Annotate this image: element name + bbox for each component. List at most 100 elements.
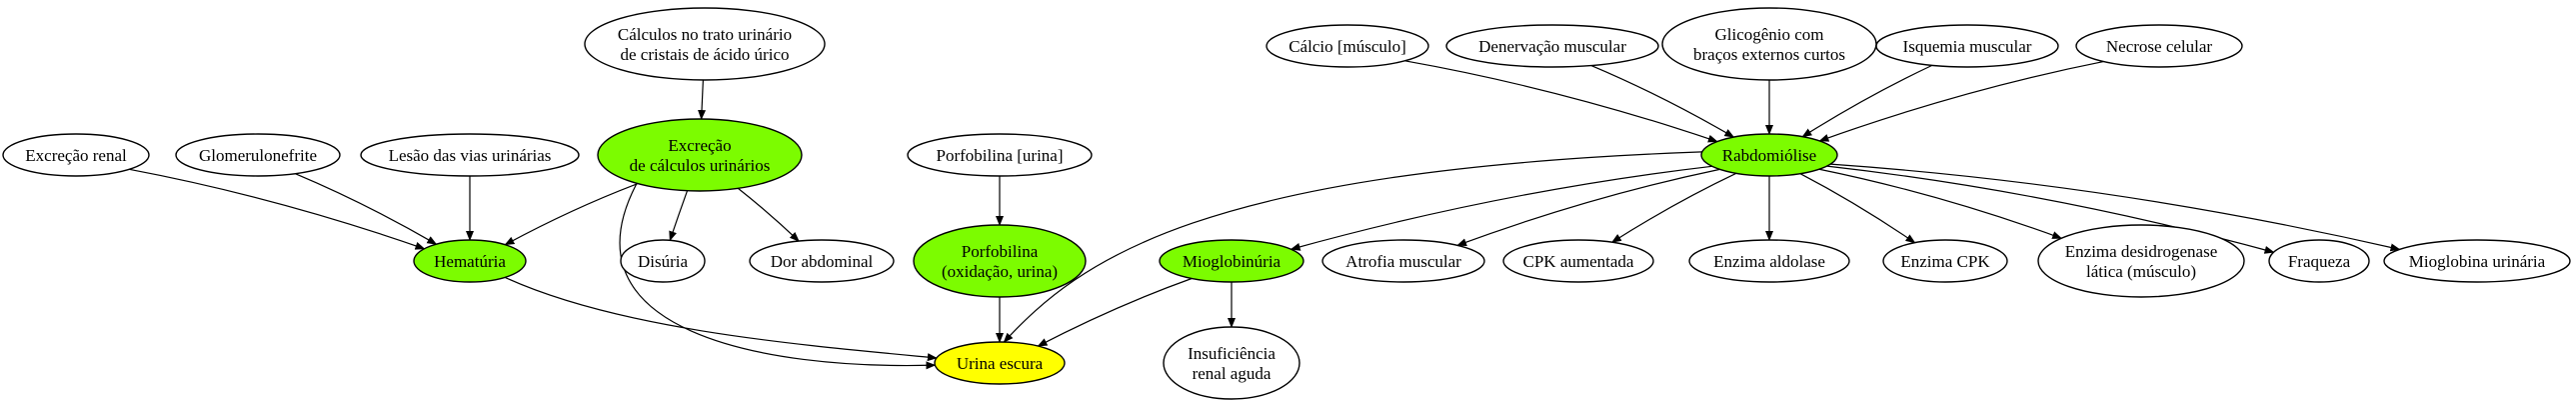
edge-denervacao-to-rabdomiolise [1590,64,1735,138]
node-necrose: Necrose celular [2075,24,2243,68]
node-urina-escura: Urina escura [934,341,1066,385]
edge-isquemia-to-rabdomiolise [1801,64,1933,138]
edge-line [738,187,800,242]
node-label: Cálcio [músculo] [1288,37,1406,56]
edge-line [1590,64,1735,138]
edge-line [698,79,707,121]
edge-line [1289,165,1712,251]
node-label: (oxidação, urina) [942,262,1058,281]
edge-excrecao-calculos-to-hematuria [504,183,639,246]
edge-line [295,173,438,245]
node-label: Atrofia muscular [1345,252,1461,271]
edge-line [1799,173,1916,244]
node-shape [1163,326,1300,400]
node-shape [1445,24,1659,68]
node-label: Fraqueza [2288,252,2351,271]
node-shape [597,118,803,192]
node-label: Enzima CPK [1900,252,1990,271]
node-label: Disúria [638,252,689,271]
node-calcio: Cálcio [músculo] [1266,24,1429,68]
node-label: Isquemia muscular [1903,37,2032,56]
node-shape [907,133,1093,177]
node-shape [584,7,826,81]
node-label: Lesão das vias urinárias [389,146,552,165]
edge-glomerulonefrite-to-hematuria [295,173,438,245]
edge-rabdomiolise-to-mioglobina-urinaria [1830,163,2401,252]
edge-excrecao-calculos-to-dor-abdominal [738,187,800,242]
node-shape [2075,24,2243,68]
node-label: Denervação muscular [1478,37,1626,56]
edge-excrecao-renal-to-hematuria [129,168,426,250]
node-shape [1661,7,1877,81]
node-label: Enzima aldolase [1713,252,1825,271]
node-dor-abdominal: Dor abdominal [749,239,895,283]
edge-rabdomiolise-to-enzima-cpk [1799,173,1916,244]
edge-line [1003,151,1702,343]
node-shape [1502,239,1654,283]
node-label: Porfobilina [962,242,1039,261]
edge-line [1801,64,1933,138]
node-atrofia: Atrofia muscular [1321,239,1485,283]
node-shape [1321,239,1485,283]
node-mioglobina-urinaria: Mioglobina urinária [2383,239,2571,283]
edge-excrecao-calculos-to-disuria [669,190,689,242]
node-shape [2383,239,2571,283]
node-hematuria: Hematúria [413,239,527,283]
node-label: de cálculos urinários [630,156,771,175]
node-shape [1266,24,1429,68]
node-isquemia: Isquemia muscular [1875,24,2059,68]
node-glomerulonefrite: Glomerulonefrite [175,133,341,177]
node-shape [360,133,580,177]
edge-excrecao-calculos-to-urina-escura [619,183,937,370]
edge-line [504,276,938,362]
node-label: Enzima desidrogenase [2065,242,2217,261]
node-porfobilina-urina: Porfobilina [urina] [907,133,1093,177]
edge-line [1404,60,1718,143]
node-shape [620,239,706,283]
node-label: Porfobilina [urina] [937,146,1064,165]
node-label: Excreção [668,136,731,155]
edge-line [1818,168,2063,239]
node-label: Excreção renal [25,146,127,165]
edge-hematuria-to-urina-escura [504,276,938,362]
edge-line [1037,277,1193,347]
node-label: Urina escura [957,354,1044,373]
edge-rabdomiolise-to-mioglobinuria [1289,165,1712,251]
node-label: de cristais de ácido úrico [621,45,790,64]
node-label: Rabdomiólise [1722,146,1816,165]
node-label: braços externos curtos [1693,45,1845,64]
node-shape [1882,239,2008,283]
node-shape [2037,224,2245,298]
node-shape [2268,239,2370,283]
node-label: Glicogênio com [1714,25,1823,44]
node-label: lática (músculo) [2086,262,2196,281]
edge-line [504,183,639,246]
node-excrecao-renal: Excreção renal [2,133,150,177]
node-label: Necrose celular [2106,37,2213,56]
edge-line [1818,60,2104,142]
node-enzima-aldolase: Enzima aldolase [1688,239,1850,283]
edge-rabdomiolise-to-cpk-aumentada [1610,172,1737,243]
node-shape [1700,133,1838,177]
node-label: Cálculos no trato urinário [618,25,792,44]
node-shape [413,239,527,283]
node-label: Mioglobina urinária [2409,252,2546,271]
edge-line [669,190,689,242]
node-disuria: Disúria [620,239,706,283]
edge-line [1610,172,1737,243]
edge-calculos-trato-to-excrecao-calculos [698,79,707,121]
node-label: Dor abdominal [771,252,874,271]
edge-rabdomiolise-to-urina-escura [1003,151,1702,343]
node-shape [934,341,1066,385]
node-label: CPK aumentada [1523,252,1634,271]
node-mioglobinuria: Mioglobinúria [1159,239,1304,283]
node-fraqueza: Fraqueza [2268,239,2370,283]
node-denervacao: Denervação muscular [1445,24,1659,68]
